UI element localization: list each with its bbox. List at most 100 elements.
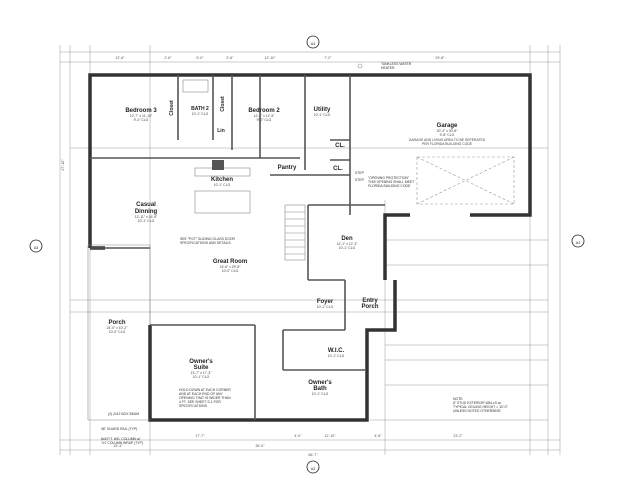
- svg-text:Porch: Porch: [108, 320, 125, 326]
- room-bath-2: BATH 2 10'-1" CLG: [191, 106, 209, 116]
- top-dimensions: 12'-6" 2'-6" 5'-0" 2'-6" 12'-10" 7'-2" 2…: [115, 56, 445, 60]
- svg-text:Casual: Casual: [136, 202, 156, 208]
- svg-text:12'-7" x 11'-10": 12'-7" x 11'-10": [130, 114, 153, 118]
- svg-text:Porch: Porch: [361, 304, 378, 310]
- svg-text:36" GUARD RAIL (TYP): 36" GUARD RAIL (TYP): [101, 427, 137, 431]
- svg-text:15'-4": 15'-4": [113, 444, 123, 448]
- svg-text:Suite: Suite: [194, 365, 209, 371]
- svg-text:FLORIDA BUILDING CODE: FLORIDA BUILDING CODE: [368, 184, 411, 188]
- svg-text:27'-10": 27'-10": [61, 159, 65, 171]
- note-guard-rail-column: 36" GUARD RAIL (TYP) 8x8 P.T. WD. COLUMN…: [101, 412, 143, 445]
- svg-text:Entry: Entry: [362, 298, 378, 304]
- svg-text:Bath: Bath: [313, 386, 327, 392]
- svg-text:Den: Den: [341, 236, 353, 242]
- svg-text:10'-1" CLG: 10'-1" CLG: [339, 246, 356, 250]
- svg-text:13'-7" x 17'-3": 13'-7" x 17'-3": [191, 371, 213, 375]
- svg-text:36'-0": 36'-0": [255, 444, 265, 448]
- svg-text:10'-1" CLG: 10'-1" CLG: [192, 112, 209, 116]
- svg-text:SPECIFICATIONS AND DETAILS: SPECIFICATIONS AND DETAILS: [180, 241, 231, 245]
- svg-text:A3: A3: [311, 467, 315, 471]
- svg-text:STEP: STEP: [355, 178, 365, 182]
- svg-text:12'-6": 12'-6": [115, 56, 125, 60]
- svg-text:OPENING THAT IS WIDER THAN: OPENING THAT IS WIDER THAN: [179, 396, 231, 400]
- svg-text:A3: A3: [311, 42, 315, 46]
- section-marker-top: A3: [306, 35, 320, 49]
- svg-text:Foyer: Foyer: [317, 299, 334, 305]
- room-entry-porch: Entry Porch: [361, 298, 378, 310]
- room-utility: Utility 10'-1" CLG: [314, 107, 331, 117]
- note-general: NOTE: 6" STUD EXTERIOR WALLS w/ TYPICAL …: [453, 397, 509, 413]
- svg-text:BATH 2: BATH 2: [191, 106, 209, 112]
- room-garage: Garage 20'-3" x 30'-8" 9'-8" CLG GARAGE …: [409, 123, 486, 146]
- svg-text:20'-3" x 30'-8": 20'-3" x 30'-8": [437, 129, 459, 133]
- room-closet-cl-1: CL.: [335, 143, 345, 149]
- svg-text:(2) 2x12 BOX BEAM: (2) 2x12 BOX BEAM: [108, 412, 139, 416]
- svg-text:10'-1" CLG: 10'-1" CLG: [328, 354, 345, 358]
- svg-text:9'-8" CLG: 9'-8" CLG: [440, 133, 455, 137]
- svg-text:9'-0" CLG: 9'-0" CLG: [134, 118, 149, 122]
- svg-text:12'-1" x 12'-3": 12'-1" x 12'-3": [337, 242, 359, 246]
- note-tankless-water-heater: TANKLESS WATER HEATER: [357, 62, 412, 70]
- svg-text:HEATER: HEATER: [381, 66, 395, 70]
- svg-text:10'-1" CLG: 10'-1" CLG: [138, 219, 155, 223]
- exterior-walls: [87, 73, 532, 422]
- svg-text:"OPENING PROTECTION": "OPENING PROTECTION": [368, 176, 410, 180]
- dimension-lines: [59, 45, 561, 455]
- room-porch: Porch 24'-0" x 10'-2" 10'-0" CLG: [107, 320, 129, 334]
- svg-text:4'-6": 4'-6": [374, 434, 382, 438]
- garage-door-outline: [416, 156, 515, 205]
- section-marker-left: A3: [29, 239, 43, 253]
- svg-text:SPECIFICATIONS: SPECIFICATIONS: [179, 404, 208, 408]
- room-pantry: Pantry: [278, 165, 297, 171]
- svg-text:Dinning: Dinning: [135, 209, 158, 215]
- room-closet-1: Closet: [169, 100, 175, 116]
- svg-text:17'-7": 17'-7": [195, 434, 205, 438]
- svg-text:24'-0" x 10'-2": 24'-0" x 10'-2": [107, 326, 129, 330]
- svg-text:12'-11" x 16'-8": 12'-11" x 16'-8": [135, 215, 158, 219]
- section-marker-right: A3: [571, 234, 585, 248]
- room-wic: W.I.C. 10'-1" CLG: [328, 348, 345, 358]
- svg-text:Bedroom 2: Bedroom 2: [248, 108, 280, 114]
- svg-text:TYPICAL CEILING HEIGHT = 10'-0: TYPICAL CEILING HEIGHT = 10'-0": [453, 405, 509, 409]
- room-closet-cl-2: CL.: [333, 166, 343, 172]
- svg-text:12'-10": 12'-10": [264, 56, 276, 60]
- svg-text:8x8 P.T. WD. COLUMN w/: 8x8 P.T. WD. COLUMN w/: [101, 437, 140, 441]
- svg-text:Great Room: Great Room: [213, 259, 247, 265]
- svg-text:4 FT. SEE SHEET S-1 FOR: 4 FT. SEE SHEET S-1 FOR: [179, 400, 221, 404]
- svg-text:12'-1" x 12'-5": 12'-1" x 12'-5": [254, 114, 276, 118]
- svg-text:SEE "PGT" SLIDING GLASS DOOR: SEE "PGT" SLIDING GLASS DOOR: [180, 237, 236, 241]
- room-foyer: Foyer 10'-1" CLG: [317, 299, 334, 309]
- room-owners-bath: Owner's Bath 10'-1" CLG: [308, 380, 332, 396]
- room-great-room: Great Room 15'-6" x 29'-8" 10'-0" CLG: [213, 259, 247, 273]
- svg-text:15'-6" x 29'-8": 15'-6" x 29'-8": [220, 265, 242, 269]
- svg-text:56'-7": 56'-7": [308, 453, 318, 457]
- room-linen: Lin: [217, 128, 225, 134]
- room-bedroom-3: Bedroom 3 12'-7" x 11'-10" 9'-0" CLG: [125, 108, 157, 122]
- svg-text:Garage: Garage: [437, 123, 458, 129]
- bathtub: [182, 79, 209, 93]
- svg-text:Owner's: Owner's: [308, 380, 332, 386]
- room-casual-dining: Casual Dinning 12'-11" x 16'-8" 10'-1" C…: [135, 202, 158, 223]
- svg-text:29'-8": 29'-8": [435, 56, 445, 60]
- note-hold-down: HOLD DOWN AT EACH CORNER AND AT EACH END…: [179, 388, 231, 408]
- section-marker-bottom: A3: [306, 460, 320, 474]
- svg-text:TANKLESS WATER: TANKLESS WATER: [381, 62, 412, 66]
- svg-text:6" STUD EXTERIOR WALLS w/: 6" STUD EXTERIOR WALLS w/: [453, 401, 501, 405]
- svg-text:2'-6": 2'-6": [226, 56, 234, 60]
- svg-text:STEP: STEP: [355, 171, 365, 175]
- svg-text:5'-0": 5'-0": [196, 56, 204, 60]
- room-bedroom-2: Bedroom 2 12'-1" x 12'-5" 9'-0" CLG: [248, 108, 280, 122]
- svg-text:10'-1" CLG: 10'-1" CLG: [317, 305, 334, 309]
- svg-text:AND AT EACH END OF ANY: AND AT EACH END OF ANY: [179, 392, 224, 396]
- svg-text:PER FLORIDA BUILDING CODE: PER FLORIDA BUILDING CODE: [422, 142, 473, 146]
- note-opening-protection: "OPENING PROTECTION" THIS OPENING SHALL …: [355, 171, 414, 188]
- svg-text:Owner's: Owner's: [189, 359, 213, 365]
- svg-text:2'-6": 2'-6": [164, 56, 172, 60]
- room-owners-suite: Owner's Suite 13'-7" x 17'-3" 10'-1" CLG: [189, 359, 213, 379]
- fixtures: [182, 79, 515, 261]
- room-den: Den 12'-1" x 12'-3" 10'-1" CLG: [337, 236, 359, 250]
- svg-text:10'-0" CLG: 10'-0" CLG: [109, 330, 126, 334]
- note-sliding-door: SEE "PGT" SLIDING GLASS DOOR SPECIFICATI…: [180, 237, 236, 245]
- svg-text:7x7 COLUMN WRAP (TYP): 7x7 COLUMN WRAP (TYP): [101, 441, 143, 445]
